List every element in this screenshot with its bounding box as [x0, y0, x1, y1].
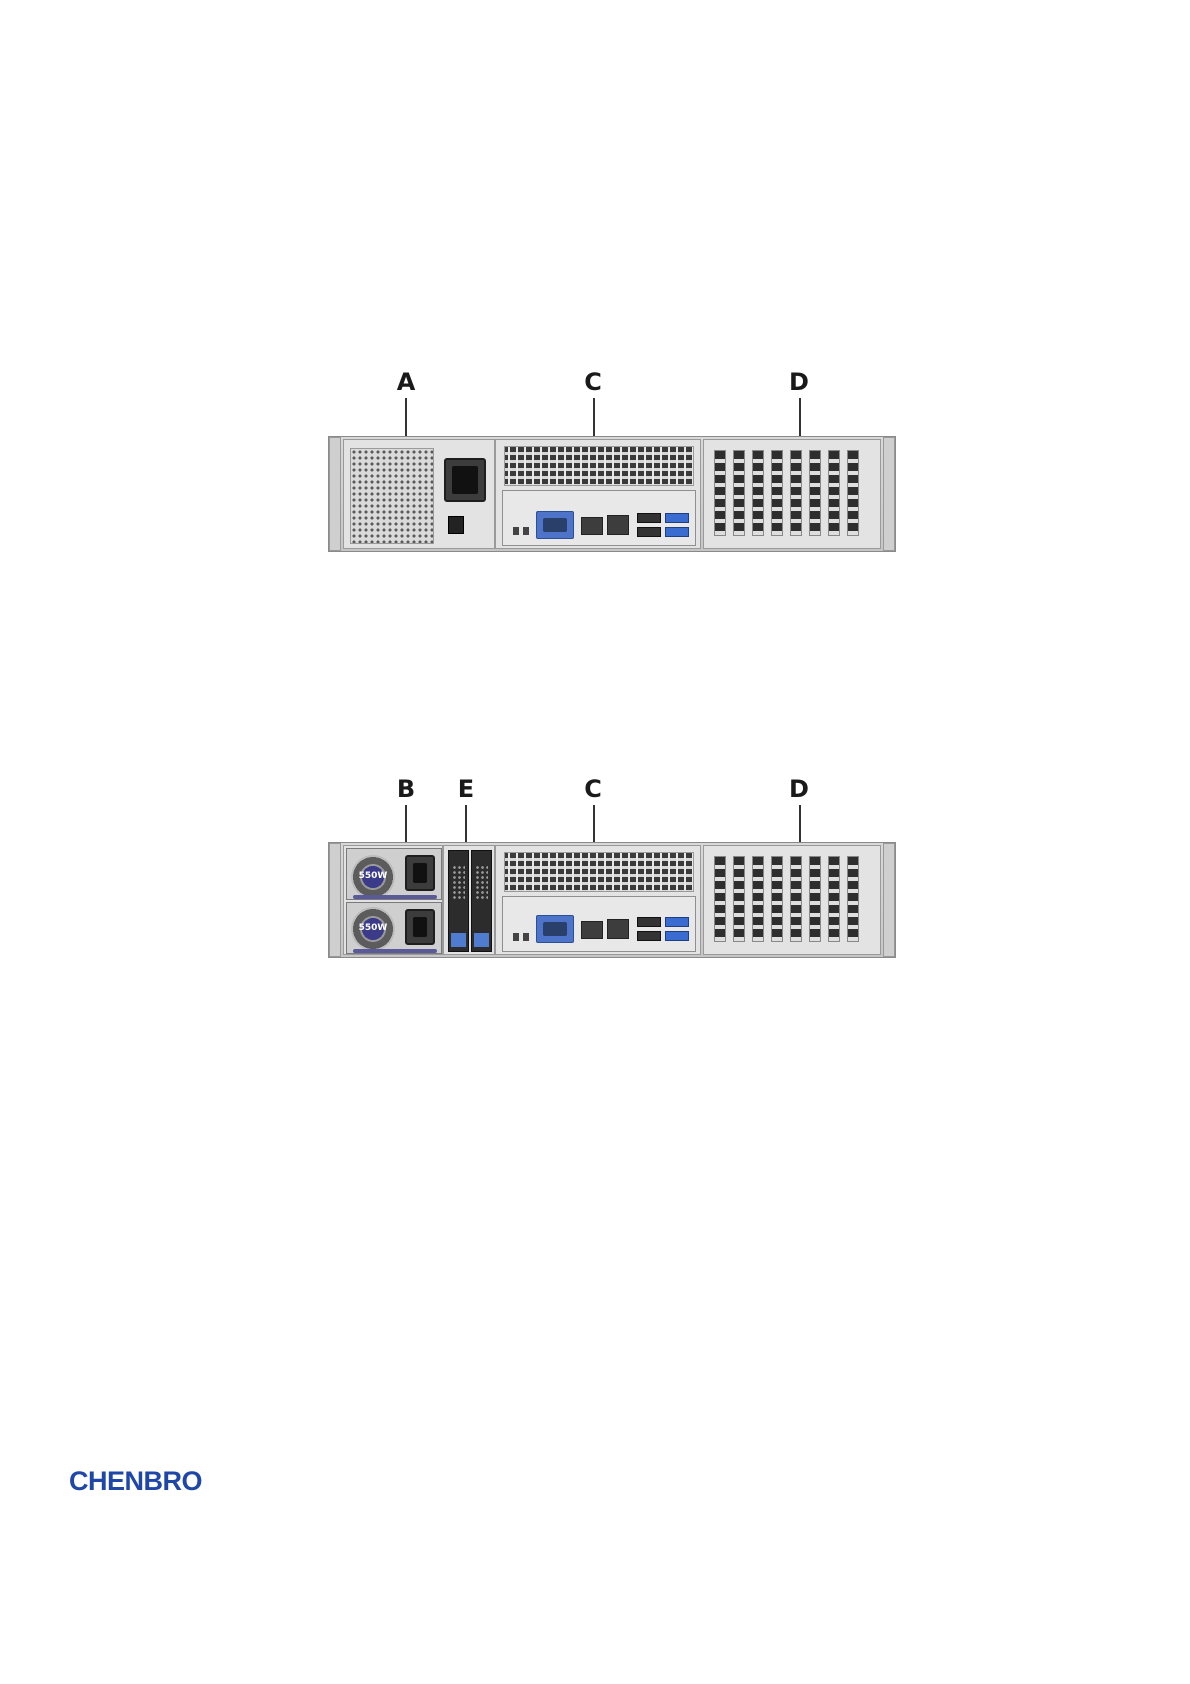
psu-wattage-label-1: 550W: [353, 871, 393, 881]
drive-tray-1-latch: [451, 933, 466, 947]
callout-label-d: D: [784, 777, 814, 801]
expansion-slot-7: [828, 856, 840, 942]
top-vent: [504, 852, 694, 892]
drive-tray-2-vent: [475, 865, 488, 901]
lan-port-1: [581, 921, 603, 939]
psu-module-2: 550W: [346, 902, 442, 954]
callout-label-e: E: [451, 777, 481, 801]
expansion-slot-6: [809, 856, 821, 942]
expansion-slot-1: [714, 856, 726, 942]
rear-drive-bay: [443, 845, 495, 955]
drive-tray-1: [448, 850, 469, 952]
motherboard-bay: [495, 845, 701, 955]
psu-handle-1: [353, 895, 437, 899]
vga-port: [536, 915, 574, 943]
reset-port: [523, 933, 529, 941]
callout-label-b: B: [391, 777, 421, 801]
expansion-slot-2: [733, 856, 745, 942]
usb-port-2: [637, 931, 661, 941]
led-indicator: [513, 933, 519, 941]
redundant-psu-bay: 550W 550W: [343, 845, 443, 955]
rack-ear-left: [329, 843, 341, 957]
usb3-port-1: [665, 917, 689, 927]
usb3-port-2: [665, 931, 689, 941]
usb-port-1: [637, 917, 661, 927]
psu-handle-2: [353, 949, 437, 953]
psu-module-1: 550W: [346, 848, 442, 900]
expansion-slot-bay: [703, 845, 881, 955]
expansion-slot-5: [790, 856, 802, 942]
callout-label-c: C: [578, 777, 608, 801]
psu-power-inlet-2: [405, 909, 435, 945]
expansion-slot-8: [847, 856, 859, 942]
psu-wattage-label-2: 550W: [353, 923, 393, 933]
rack-ear-right: [883, 843, 895, 957]
server-chassis-rear: 550W 550W: [328, 842, 896, 958]
lan-port-2: [607, 919, 629, 939]
drive-tray-2-latch: [474, 933, 489, 947]
expansion-slot-4: [771, 856, 783, 942]
drive-tray-1-vent: [452, 865, 465, 901]
drive-tray-2: [471, 850, 492, 952]
psu-power-inlet-1: [405, 855, 435, 891]
rear-view-figure-redundant-psu: B E C D 550W 550W: [0, 0, 1190, 980]
expansion-slot-3: [752, 856, 764, 942]
io-shield: [502, 896, 696, 952]
chenbro-logo: CHENBRO: [69, 1466, 202, 1497]
